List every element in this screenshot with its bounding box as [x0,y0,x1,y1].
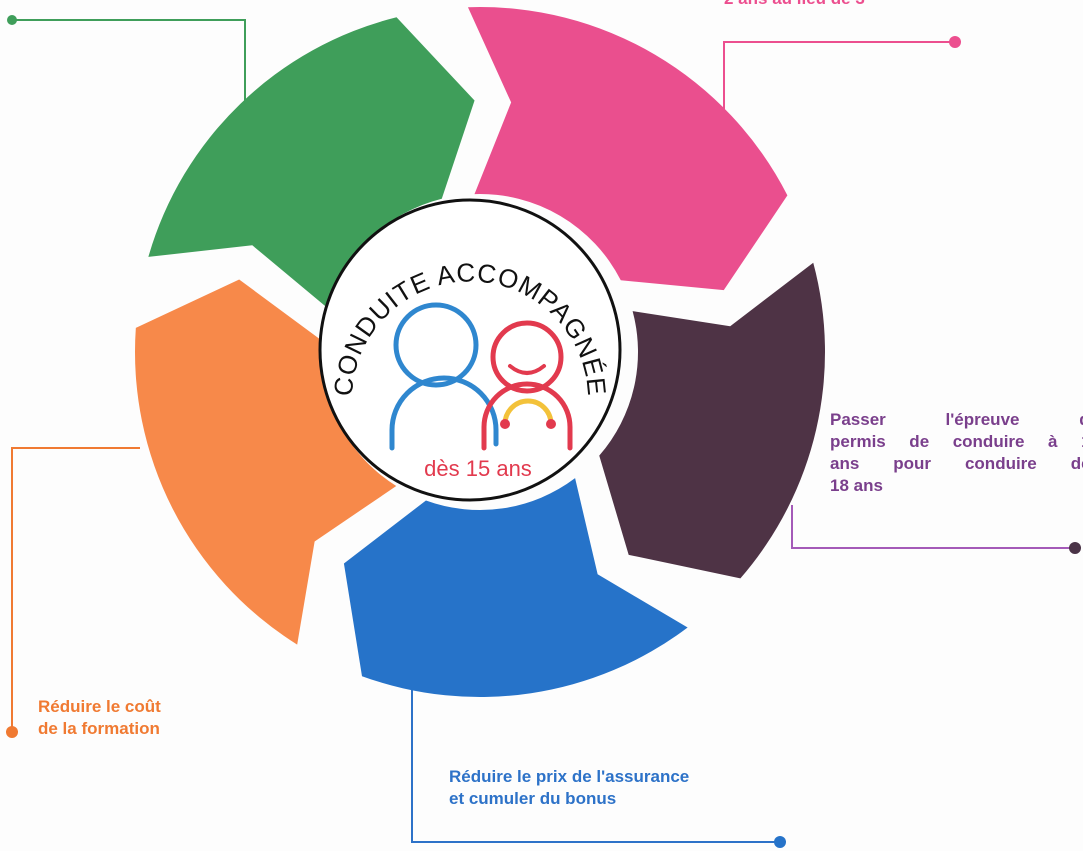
seal-circle [318,198,622,502]
adult-figure-icon [389,302,499,451]
benefit-label-blue: Réduire le prix de l'assurance et cumule… [449,766,829,810]
seal: CONDUITE ACCOMPAGNÉE dès 15 ans [318,198,622,502]
benefit-line: permis de conduire à 17 [830,432,1083,451]
segment-orange [135,279,397,645]
segment-pink [467,7,788,291]
connector-orange [6,447,140,738]
connector-dot-pink [949,36,961,48]
segment-purple [599,262,825,579]
benefit-line: et cumuler du bonus [449,789,617,808]
benefit-line: de la formation [38,719,160,738]
benefit-line: Réduire le prix de l'assurance [449,767,690,786]
connector-blue [411,688,786,848]
cycle-segments [135,7,825,697]
connector-dot-green [7,15,17,25]
benefit-line: Passer l'épreuve du [830,410,1083,429]
benefit-line: 18 ans [830,476,883,495]
connector-dot-blue [774,836,786,848]
segment-blue [343,478,688,697]
child-figure-icon [481,320,573,451]
benefit-line: Réduire le coût [38,697,161,716]
seal-age-text: dès 15 ans [424,456,532,481]
benefit-text-pink: 2 ans au lieu de 3 [724,0,1083,10]
connector-dot-purple [1069,542,1081,554]
connector-pink [723,36,961,112]
benefit-line: ans pour conduire dès [830,454,1083,473]
segment-green [148,17,475,309]
benefit-label-orange: Réduire le coût de la formation [38,696,238,740]
benefit-label-purple: Passer l'épreuve du permis de conduire à… [830,409,1083,497]
connector-dot-orange [6,726,18,738]
connector-purple [791,505,1081,554]
benefit-label-pink: 2 ans au lieu de 3 [724,0,1083,10]
connector-green [7,15,246,108]
